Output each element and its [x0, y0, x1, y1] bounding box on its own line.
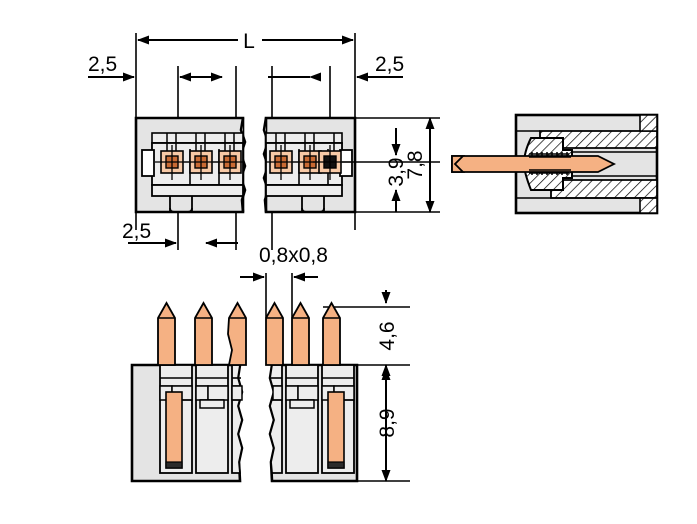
dimension-label-7-8: 7,8 — [404, 150, 427, 179]
dimension-label-4-6: 4,6 — [376, 321, 399, 350]
dimension-body-height-front: 8,9 — [376, 364, 399, 482]
dimension-label-3-9: 3,9 — [385, 157, 408, 186]
dimension-overall-length: L — [137, 30, 354, 53]
side-section-view — [451, 113, 659, 215]
dimension-pin-exposed: 4,6 — [376, 290, 399, 382]
top-view-contact — [266, 145, 298, 180]
front-view-cell — [269, 364, 283, 474]
dimension-pin-cross-section: 0,8x0,8 — [240, 244, 328, 318]
dimension-pitch-bottom: 2,5 — [122, 220, 238, 248]
front-view-pin — [227, 301, 247, 366]
front-view-left-body — [130, 301, 247, 483]
front-view-pin — [322, 301, 341, 366]
dimension-edge-left: 2,5 — [88, 53, 135, 82]
top-view-contact — [213, 145, 243, 180]
dimension-label-L: L — [243, 30, 255, 53]
front-view-right-body — [265, 301, 359, 483]
front-view-pin — [157, 301, 176, 366]
front-view-pin — [265, 301, 284, 366]
front-view-pin — [194, 301, 213, 366]
top-view-right-body — [262, 116, 357, 214]
front-view-cell — [195, 364, 229, 474]
front-view-cell — [321, 364, 355, 474]
top-view-contact — [155, 145, 189, 180]
front-view-cell — [159, 364, 193, 474]
front-view-pin — [291, 301, 310, 366]
dimension-label-edge-right: 2,5 — [375, 53, 404, 76]
dimension-contact-height: 3,9 — [385, 128, 408, 212]
dimension-label-edge-left: 2,5 — [88, 53, 117, 76]
dimension-label-8-9: 8,9 — [376, 408, 399, 437]
top-view-left-body — [134, 116, 247, 214]
front-view-cell — [231, 364, 243, 474]
front-view-cell — [285, 364, 319, 474]
top-view-contact — [184, 145, 218, 180]
dimension-label-pitch: 2,5 — [122, 220, 151, 243]
dimension-body-height-side: 7,8 — [404, 117, 435, 213]
dimension-edge-right: 2,5 — [356, 53, 404, 82]
dimension-label-0-8x0-8: 0,8x0,8 — [259, 244, 328, 267]
